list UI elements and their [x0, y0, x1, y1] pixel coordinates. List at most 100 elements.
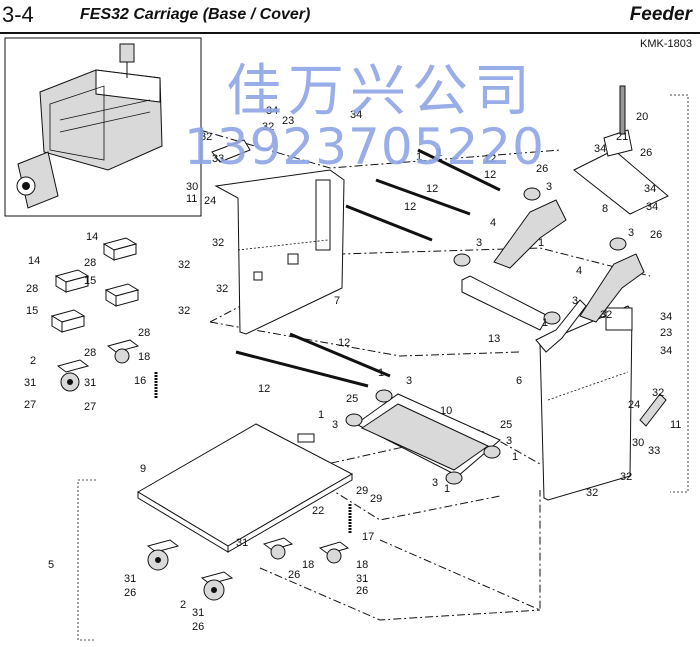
callout-25: 25 [500, 419, 512, 431]
callout-34: 34 [266, 105, 278, 117]
callout-29: 29 [356, 485, 368, 497]
callout-26: 26 [124, 587, 136, 599]
callout-3: 3 [406, 375, 412, 387]
callout-22: 22 [312, 505, 324, 517]
callout-34: 34 [660, 345, 672, 357]
callout-32: 32 [178, 305, 190, 317]
callout-32: 32 [178, 259, 190, 271]
callout-7: 7 [334, 295, 340, 307]
callout-11: 11 [186, 193, 197, 205]
callout-33: 33 [648, 445, 660, 457]
callout-31: 31 [124, 573, 136, 585]
callout-1: 1 [378, 367, 384, 379]
callout-28: 28 [26, 283, 38, 295]
callout-17: 17 [362, 531, 374, 543]
left-side-panel [211, 139, 345, 335]
callout-26: 26 [650, 229, 662, 241]
callout-34: 34 [594, 143, 606, 155]
callout-1: 1 [436, 147, 442, 159]
callout-32: 32 [586, 487, 598, 499]
watermark-phone: 13923705220 [184, 118, 545, 176]
callout-31: 31 [356, 573, 368, 585]
callout-31: 31 [236, 537, 248, 549]
rollers [345, 187, 627, 485]
callout-34: 34 [646, 201, 658, 213]
callout-6: 6 [516, 375, 522, 387]
callout-31: 31 [192, 607, 204, 619]
callout-14: 14 [28, 255, 40, 267]
callout-1: 1 [512, 451, 518, 463]
assembly-guide-lines [77, 94, 689, 641]
right-side-panel [535, 299, 633, 501]
callout-24: 24 [628, 399, 640, 411]
callout-12: 12 [404, 201, 416, 213]
callout-15: 15 [26, 305, 38, 317]
base-plate [137, 423, 354, 553]
callout-25: 25 [346, 393, 358, 405]
callout-26: 26 [288, 569, 300, 581]
callout-34: 34 [644, 183, 656, 195]
callout-32: 32 [652, 387, 664, 399]
callout-3: 3 [332, 419, 338, 431]
callout-31: 31 [24, 377, 36, 389]
callout-3: 3 [476, 237, 482, 249]
callout-11: 11 [670, 419, 681, 431]
callout-10: 10 [440, 405, 452, 417]
page-title: FES32 Carriage (Base / Cover) [80, 6, 311, 23]
springs [154, 372, 667, 534]
callout-8: 8 [602, 203, 608, 215]
callout-26: 26 [640, 147, 652, 159]
callout-28: 28 [138, 327, 150, 339]
callout-16: 16 [134, 375, 146, 387]
callout-1: 1 [318, 409, 324, 421]
callout-12: 12 [484, 169, 496, 181]
header-rule [0, 32, 700, 34]
document-code: KMK-1803 [640, 38, 692, 50]
callout-9: 9 [140, 463, 146, 475]
callout-12: 12 [484, 153, 496, 165]
callout-27: 27 [24, 399, 36, 411]
callout-20: 20 [636, 111, 648, 123]
callout-18: 18 [138, 351, 150, 363]
callout-34: 34 [660, 311, 672, 323]
callout-12: 12 [258, 383, 270, 395]
callout-15: 15 [84, 275, 96, 287]
comb-plates [355, 275, 549, 477]
callout-31: 31 [84, 377, 96, 389]
callout-3: 3 [572, 295, 578, 307]
machine-overview-inset [4, 37, 202, 217]
callout-12: 12 [338, 337, 350, 349]
callout-2: 2 [30, 355, 36, 367]
pads [50, 237, 140, 333]
callout-1: 1 [542, 317, 548, 329]
callout-13: 13 [488, 333, 500, 345]
callout-32: 32 [620, 471, 632, 483]
callout-28: 28 [84, 257, 96, 269]
watermark-company: 佳万兴公司 [226, 59, 536, 124]
callout-1: 1 [416, 151, 422, 163]
callout-34: 34 [350, 109, 362, 121]
callout-29: 29 [370, 493, 382, 505]
callout-26: 26 [192, 621, 204, 633]
top-bracket-plate [573, 85, 669, 215]
section-number: 3-4 [2, 2, 34, 27]
callout-18: 18 [356, 559, 368, 571]
callout-32: 32 [200, 131, 212, 143]
callout-14: 14 [86, 231, 98, 243]
callout-33: 33 [212, 153, 224, 165]
callout-5: 5 [48, 559, 54, 571]
casters [56, 339, 350, 601]
callout-1: 1 [444, 483, 450, 495]
callout-1: 1 [538, 237, 544, 249]
callout-3: 3 [432, 477, 438, 489]
shafts [235, 148, 501, 388]
callout-32: 32 [216, 283, 228, 295]
callout-3: 3 [506, 435, 512, 447]
callout-21: 21 [616, 131, 628, 143]
callout-12: 12 [426, 183, 438, 195]
callout-32: 32 [262, 121, 274, 133]
callout-27: 27 [84, 401, 96, 413]
callout-23: 23 [282, 115, 294, 127]
side-brackets [493, 199, 645, 323]
